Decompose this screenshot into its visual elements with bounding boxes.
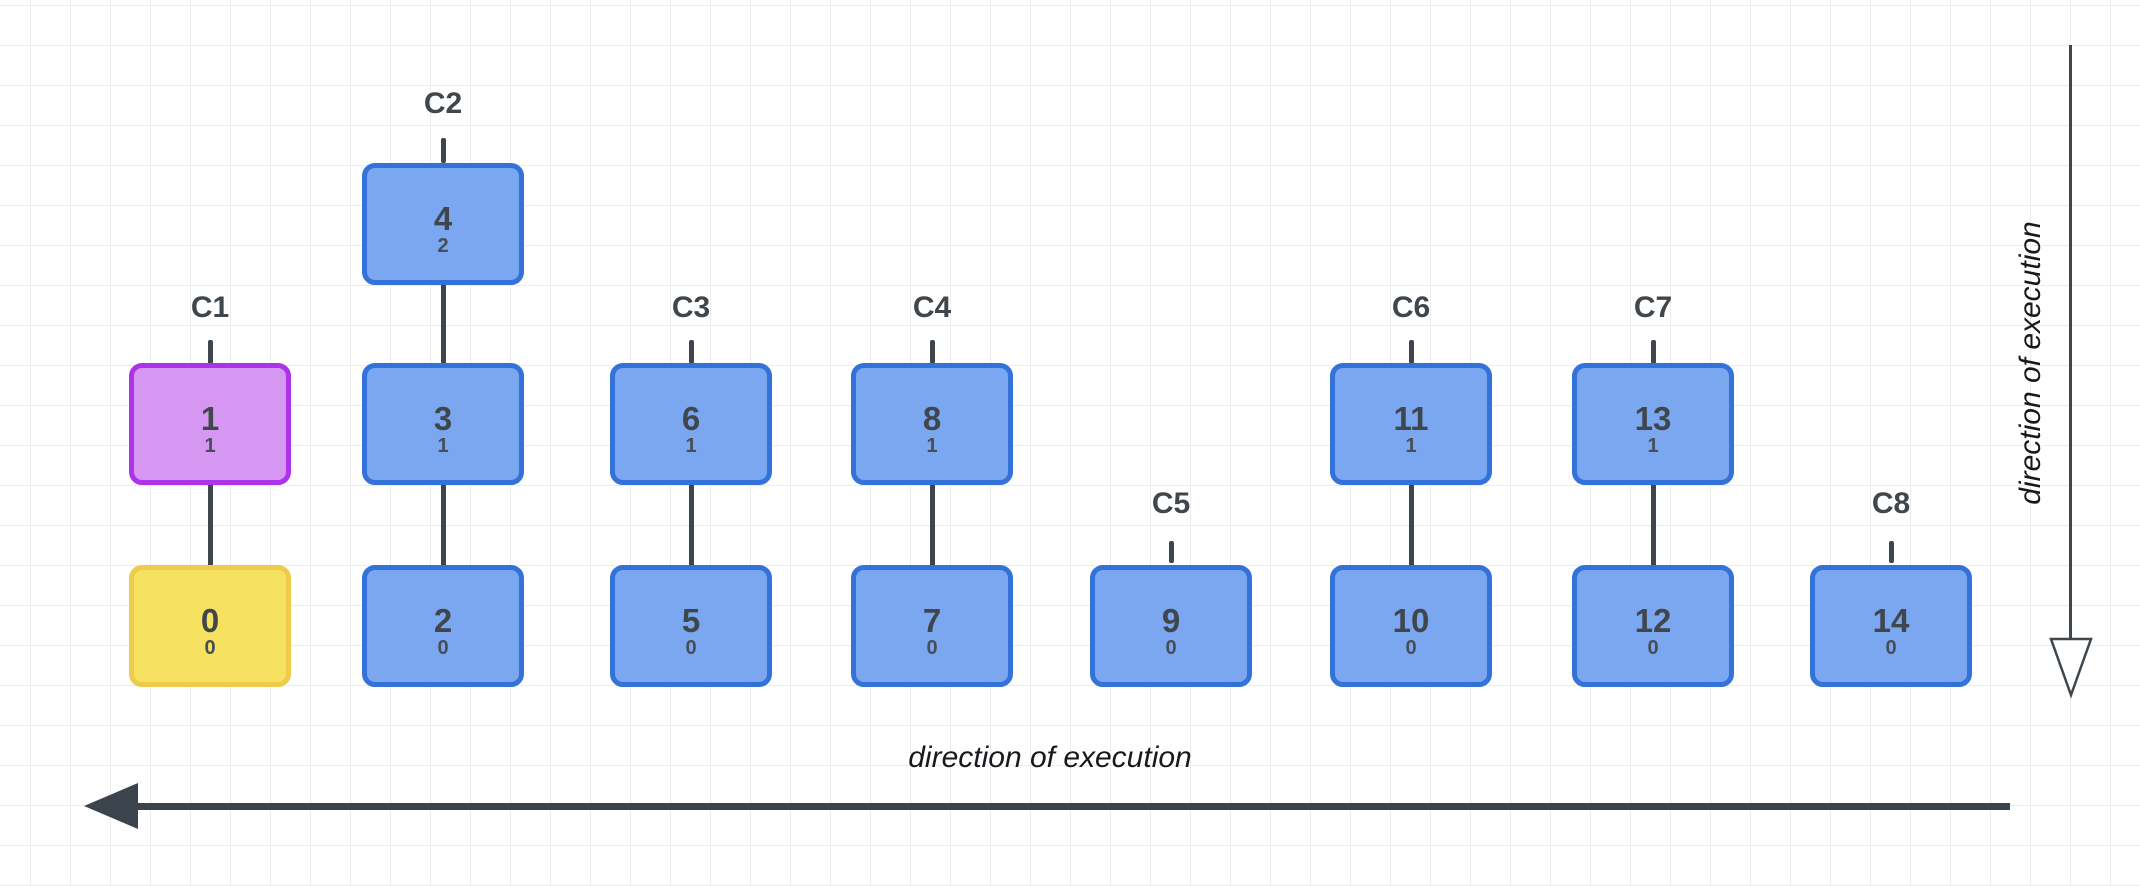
label-stub-line [207,340,213,364]
commit-node-3[interactable]: 3 1 [362,363,524,485]
edge-line [440,283,446,365]
commit-subvalue: 1 [437,434,449,457]
horizontal-axis-label: direction of execution [908,741,1192,774]
commit-value: 5 [681,601,701,639]
commit-value: 12 [1634,601,1672,639]
vertical-axis-label: direction of execution [2014,221,2047,505]
commit-subvalue: 1 [926,434,938,457]
label-stub-line [440,138,446,163]
column-c2: C2 4 2 3 1 2 0 [362,0,524,886]
commit-node-9[interactable]: 9 0 [1090,565,1252,687]
column-label-c1: C1 [190,291,230,324]
column-c5: C5 9 0 [1090,0,1252,886]
column-c1: C1 1 1 0 0 [129,0,291,886]
commit-subvalue: 0 [1885,636,1897,659]
commit-value: 2 [433,601,453,639]
commit-value: 14 [1872,601,1910,639]
commit-node-6[interactable]: 6 1 [610,363,772,485]
label-stub-line [1888,541,1894,563]
commit-subvalue: 0 [437,636,449,659]
column-label-c4: C4 [912,291,952,324]
commit-value: 11 [1393,399,1429,437]
commit-subvalue: 1 [1405,434,1417,457]
left-arrowhead-icon [84,783,138,829]
commit-value: 0 [200,601,220,639]
commit-node-7[interactable]: 7 0 [851,565,1013,687]
commit-value: 8 [922,399,942,437]
label-stub-line [688,340,694,364]
label-stub-line [929,340,935,364]
commit-node-5[interactable]: 5 0 [610,565,772,687]
commit-node-11[interactable]: 11 1 [1330,363,1492,485]
horizontal-axis-line [136,803,2010,810]
edge-line [929,483,935,567]
edge-line [1408,483,1414,567]
commit-node-1[interactable]: 1 1 [129,363,291,485]
column-label-c5: C5 [1151,487,1191,520]
commit-subvalue: 0 [685,636,697,659]
commit-node-2[interactable]: 2 0 [362,565,524,687]
commit-node-13[interactable]: 13 1 [1572,363,1734,485]
commit-subvalue: 1 [1647,434,1659,457]
column-c4: C4 8 1 7 0 [851,0,1013,886]
column-label-c7: C7 [1633,291,1673,324]
commit-subvalue: 0 [1165,636,1177,659]
label-stub-line [1408,340,1414,364]
label-stub-line [1168,541,1174,563]
commit-node-4[interactable]: 4 2 [362,163,524,285]
edge-line [207,483,213,567]
commit-subvalue: 1 [204,434,216,457]
commit-node-0[interactable]: 0 0 [129,565,291,687]
commit-node-12[interactable]: 12 0 [1572,565,1734,687]
column-c3: C3 6 1 5 0 [610,0,772,886]
vertical-axis-line [2069,45,2072,638]
commit-subvalue: 1 [685,434,697,457]
commit-node-8[interactable]: 8 1 [851,363,1013,485]
commit-node-14[interactable]: 14 0 [1810,565,1972,687]
label-stub-line [1650,340,1656,364]
commit-subvalue: 0 [1405,636,1417,659]
commit-subvalue: 0 [204,636,216,659]
edge-line [1650,483,1656,567]
commit-value: 10 [1392,601,1430,639]
commit-value: 4 [433,199,453,237]
down-arrowhead-icon [2049,637,2093,699]
edge-line [440,483,446,567]
column-c8: C8 14 0 [1810,0,1972,886]
commit-value: 13 [1634,399,1672,437]
commit-subvalue: 2 [437,234,449,257]
commit-subvalue: 0 [926,636,938,659]
column-label-c3: C3 [671,291,711,324]
column-c7: C7 13 1 12 0 [1572,0,1734,886]
commit-value: 7 [922,601,942,639]
commit-value: 9 [1161,601,1181,639]
edge-line [688,483,694,567]
commit-node-10[interactable]: 10 0 [1330,565,1492,687]
commit-subvalue: 0 [1647,636,1659,659]
commit-value: 6 [681,399,701,437]
column-label-c6: C6 [1391,291,1431,324]
commit-value: 1 [200,399,220,437]
column-c6: C6 11 1 10 0 [1330,0,1492,886]
commit-value: 3 [433,399,453,437]
column-label-c2: C2 [423,87,463,120]
column-label-c8: C8 [1871,487,1911,520]
